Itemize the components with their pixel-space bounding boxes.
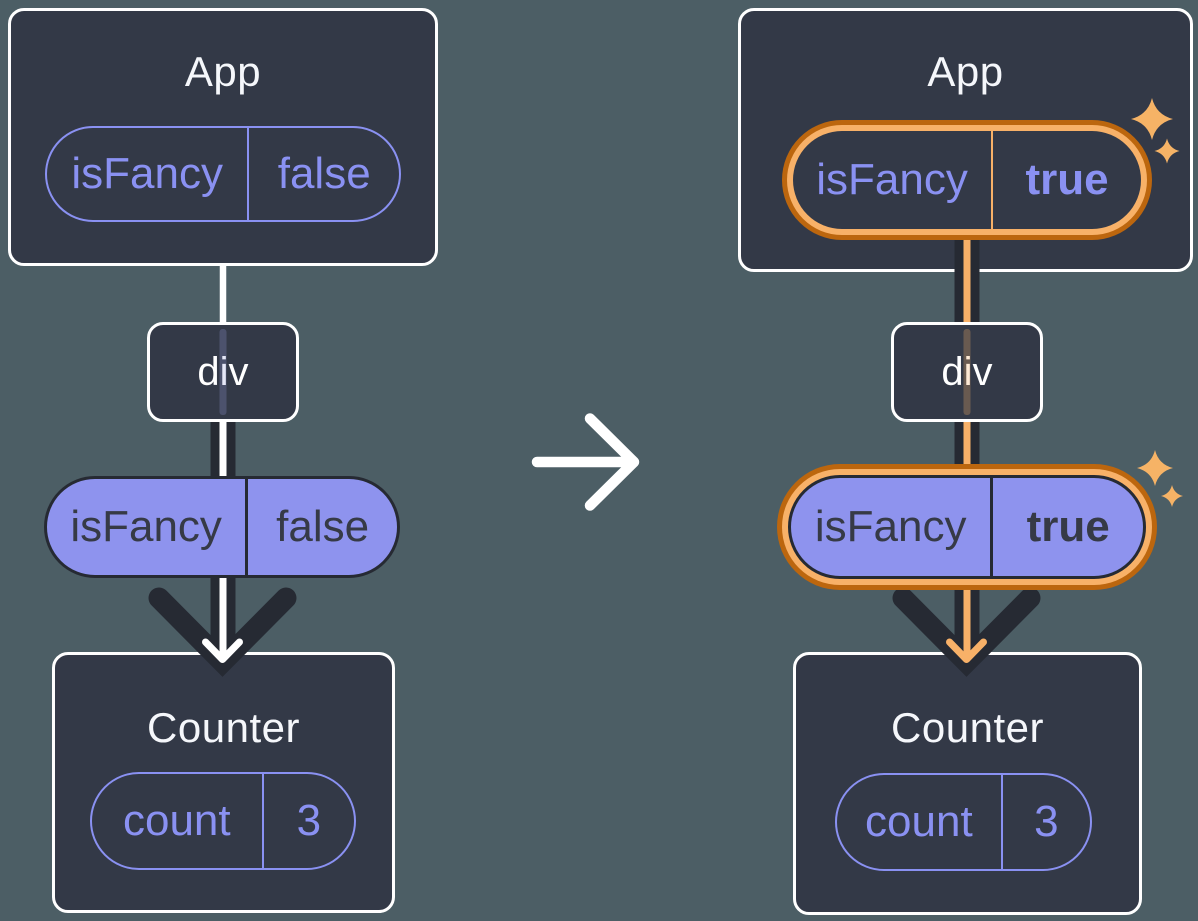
sparkle-icon	[1137, 450, 1173, 486]
after-prop-flow-core-arrow	[946, 232, 987, 663]
prop-value-label: false	[277, 149, 371, 198]
before-passed-prop-pill: isFancy false	[44, 476, 400, 578]
prop-value-label: false	[276, 502, 370, 551]
after-passed-prop-pill: isFancy true	[788, 475, 1146, 579]
sparkle-icon	[1161, 485, 1183, 507]
before-div-node: div	[147, 322, 299, 422]
after-counter-state-pill: count 3	[835, 773, 1092, 871]
before-app-title: App	[184, 48, 262, 95]
state-name-label: count	[92, 774, 264, 868]
after-app-title: App	[927, 48, 1004, 95]
after-div-node: div	[891, 322, 1043, 422]
pass-through-line	[219, 329, 227, 415]
highlight-ring-inner: isFancy true	[787, 125, 1147, 235]
prop-value-label: true	[1025, 155, 1109, 204]
state-value-label: 3	[296, 796, 322, 845]
prop-name-label: isFancy	[47, 128, 250, 220]
before-counter-state-pill: count 3	[90, 772, 356, 870]
highlight-ring-inner: isFancy true	[782, 469, 1152, 585]
prop-name-label: isFancy	[793, 131, 994, 229]
prop-value-label: true	[1026, 502, 1110, 551]
before-counter-title: Counter	[147, 704, 300, 751]
after-counter-title: Counter	[891, 704, 1044, 751]
after-app-prop-highlight-ring: isFancy true	[782, 120, 1152, 240]
state-name-label: count	[837, 775, 1003, 869]
prop-name-label: isFancy	[791, 478, 994, 576]
div-label: div	[197, 349, 249, 394]
before-app-prop-pill: isFancy false	[45, 126, 401, 222]
pass-through-line	[963, 329, 971, 415]
after-passed-prop-highlight-ring: isFancy true	[777, 464, 1157, 590]
after-app-prop-pill: isFancy true	[793, 131, 1141, 229]
prop-name-label: isFancy	[47, 479, 249, 575]
transform-arrow-icon	[531, 413, 640, 511]
state-value-label: 3	[1034, 797, 1059, 846]
